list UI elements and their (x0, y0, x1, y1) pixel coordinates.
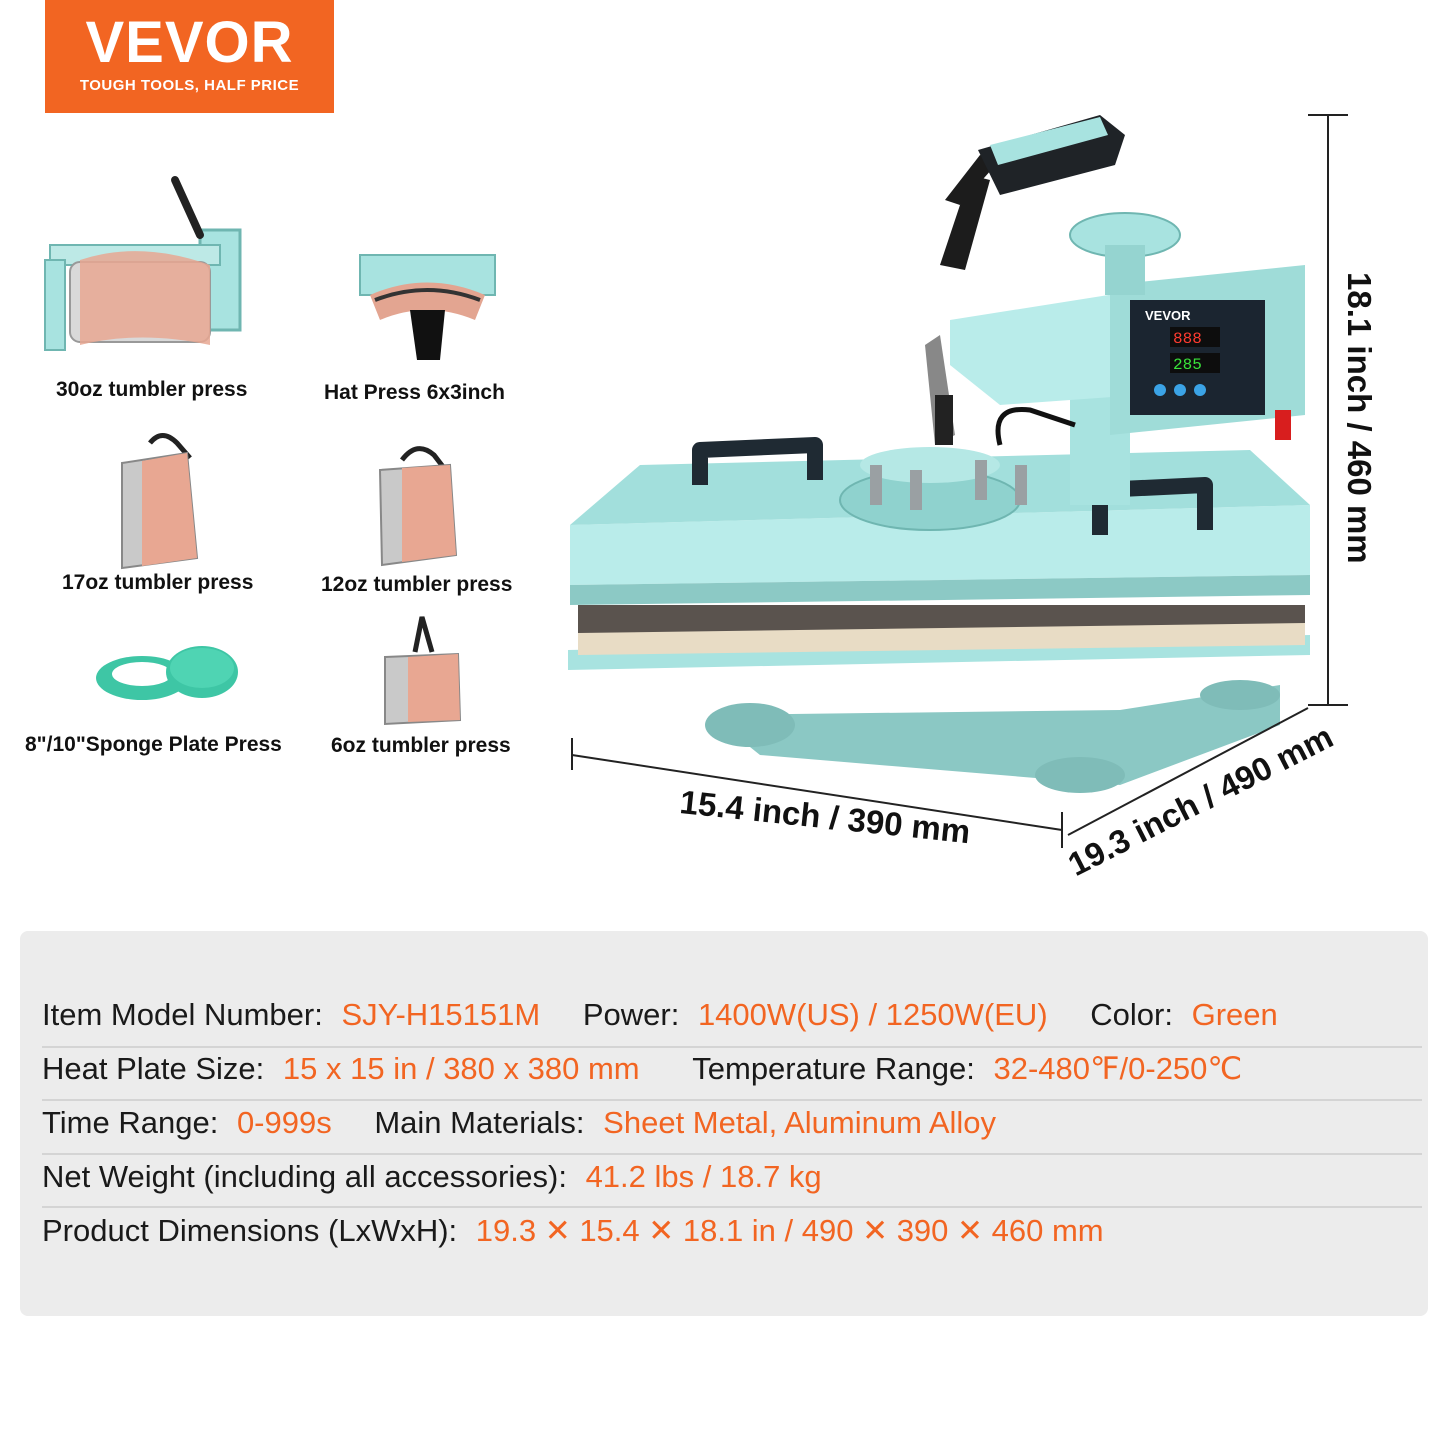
specs-panel: Item Model Number: SJY-H15151M Power: 14… (20, 931, 1428, 1316)
spec-row-plate: Heat Plate Size: 15 x 15 in / 380 x 380 … (42, 1053, 1422, 1084)
accessory-label: 12oz tumbler press (321, 573, 513, 596)
height-dimension-label: 18.1 inch / 460 mm (1341, 272, 1378, 564)
sponge-plate-press-image (96, 646, 238, 700)
plate-label: Heat Plate Size: (42, 1051, 265, 1086)
color-value: Green (1191, 997, 1278, 1032)
tumbler-press-17oz-image (121, 433, 199, 570)
panel-temp-display: 888 (1173, 330, 1202, 348)
tumbler-press-12oz-image (378, 446, 458, 567)
model-label: Item Model Number: (42, 997, 323, 1032)
materials-value: Sheet Metal, Aluminum Alloy (603, 1105, 997, 1140)
plate-value: 15 x 15 in / 380 x 380 mm (282, 1051, 640, 1086)
time-label: Time Range: (42, 1105, 219, 1140)
heat-press-machine-image: VEVOR 888 285 (568, 115, 1310, 793)
color-label: Color: (1090, 997, 1173, 1032)
tumbler-press-30oz-image (44, 176, 242, 351)
materials-label: Main Materials: (374, 1105, 585, 1140)
divider (42, 1153, 1422, 1155)
accessory-label: 6oz tumbler press (331, 734, 511, 757)
spec-row-dimensions: Product Dimensions (LxWxH): 19.3 ✕ 15.4 … (42, 1215, 1422, 1246)
temp-label: Temperature Range: (692, 1051, 975, 1086)
dims-label: Product Dimensions (LxWxH): (42, 1213, 458, 1248)
spec-row-model: Item Model Number: SJY-H15151M Power: 14… (42, 999, 1422, 1030)
time-value: 0-999s (236, 1105, 332, 1140)
model-value: SJY-H15151M (341, 997, 541, 1032)
accessory-label: 30oz tumbler press (56, 378, 248, 401)
logo-brand: VEVOR (85, 10, 294, 75)
spec-row-time: Time Range: 0-999s Main Materials: Sheet… (42, 1107, 1422, 1138)
divider (42, 1099, 1422, 1101)
weight-value: 41.2 lbs / 18.7 kg (585, 1159, 822, 1194)
temp-value: 32-480℉/0-250℃ (993, 1051, 1243, 1086)
power-value: 1400W(US) / 1250W(EU) (697, 997, 1048, 1032)
hat-press-image (359, 254, 496, 360)
spec-row-weight: Net Weight (including all accessories): … (42, 1161, 1422, 1192)
accessory-label: Hat Press 6x3inch (324, 381, 505, 404)
logo-tagline: TOUGH TOOLS, HALF PRICE (79, 77, 300, 94)
divider (42, 1206, 1422, 1208)
accessory-label: 8"/10"Sponge Plate Press (25, 733, 282, 756)
vevor-logo: VEVOR TOUGH TOOLS, HALF PRICE (45, 0, 334, 113)
dims-value: 19.3 ✕ 15.4 ✕ 18.1 in / 490 ✕ 390 ✕ 460 … (475, 1213, 1104, 1248)
dimension-lines (571, 114, 1348, 848)
weight-label: Net Weight (including all accessories): (42, 1159, 567, 1194)
panel-time-display: 285 (1173, 356, 1202, 374)
tumbler-press-6oz-image (384, 616, 462, 726)
panel-brand: VEVOR (1145, 308, 1191, 323)
power-label: Power: (582, 997, 680, 1032)
divider (42, 1046, 1422, 1048)
accessory-label: 17oz tumbler press (62, 571, 254, 594)
